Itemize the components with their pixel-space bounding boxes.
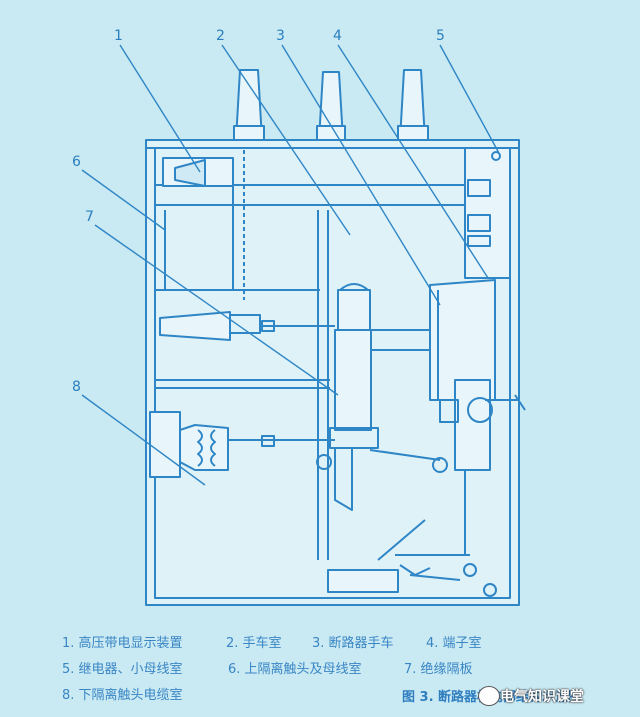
label-2: 2 (216, 28, 225, 44)
cabinet-diagram: 1 2 3 4 5 6 7 8 (72, 28, 526, 606)
legend-item-5: 5. 继电器、小母线室 (62, 662, 183, 677)
upper-isolating-contact (159, 311, 231, 341)
legend-item-4: 4. 端子室 (426, 636, 482, 651)
relay-compartment (464, 147, 511, 279)
legend-item-1: 1. 高压带电显示装置 (62, 636, 183, 651)
label-4: 4 (333, 28, 342, 44)
legend-item-6: 6. 上隔离触头及母线室 (228, 662, 362, 677)
label-7: 7 (85, 209, 94, 225)
lower-cable-termination (149, 411, 181, 478)
watermark: 电气知识课堂 (500, 689, 584, 705)
legend-item-3: 3. 断路器手车 (312, 636, 394, 651)
label-3: 3 (276, 28, 285, 44)
truck-base (327, 569, 399, 593)
label-5: 5 (436, 28, 445, 44)
legend-item-2: 2. 手车室 (226, 636, 282, 651)
operating-mechanism (454, 379, 491, 471)
label-1: 1 (114, 28, 123, 44)
label-8: 8 (72, 379, 81, 395)
label-6: 6 (72, 154, 81, 170)
breaker-head (337, 289, 371, 331)
legend-item-8: 8. 下隔离触头电缆室 (62, 688, 183, 703)
cabinet-inner-frame (154, 147, 511, 599)
top-bushings (233, 69, 429, 141)
wechat-icon (478, 686, 500, 706)
breaker-truck (334, 329, 372, 431)
legend: 1. 高压带电显示装置 2. 手车室 3. 断路器手车 4. 端子室 5. 继电… (0, 620, 640, 717)
legend-item-7: 7. 绝缘隔板 (404, 662, 473, 677)
leader-lines (81, 44, 501, 486)
